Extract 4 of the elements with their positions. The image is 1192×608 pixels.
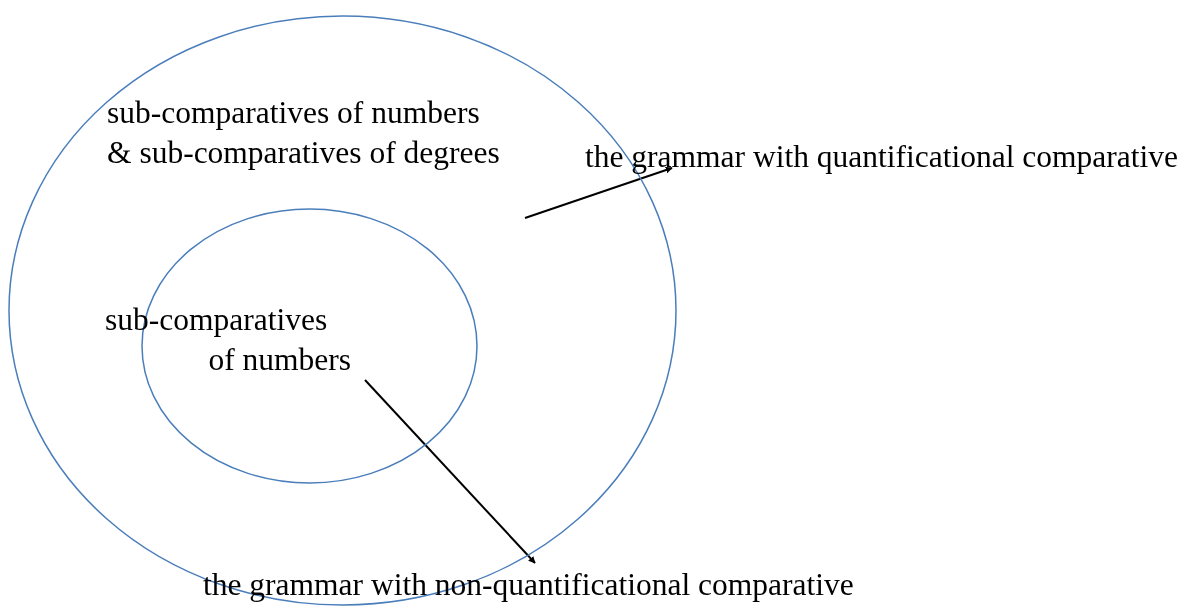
set-label: the grammar with quantificational comparative [585,138,1179,176]
arrow [524,166,673,219]
region-label: sub-comparatives of numbers & sub-comparatives of degrees [107,94,501,172]
arrow [364,379,536,564]
